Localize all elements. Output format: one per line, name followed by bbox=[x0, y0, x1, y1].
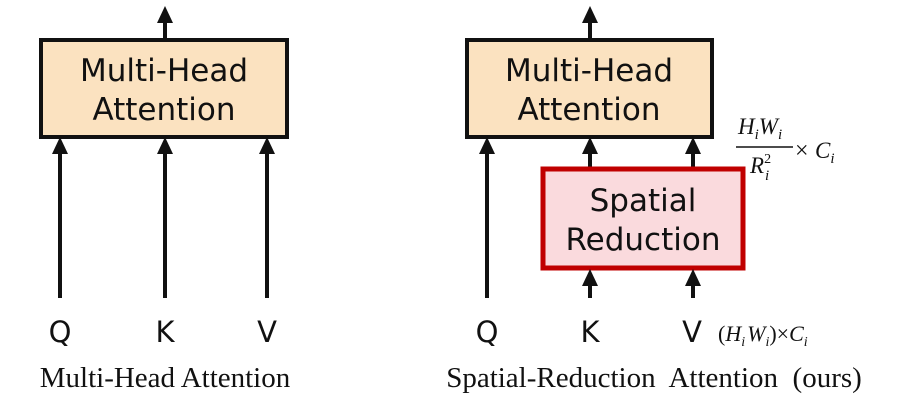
input-w: W bbox=[747, 321, 767, 346]
right-v-input-arrow bbox=[685, 269, 701, 298]
right-v-label: V bbox=[682, 315, 702, 349]
formula-times: × bbox=[795, 138, 809, 164]
formula-r: R bbox=[749, 153, 764, 178]
input-close-paren: ) bbox=[769, 321, 776, 346]
formula-w: W bbox=[759, 114, 780, 139]
right-mha-label-line1: Multi-Head bbox=[505, 53, 673, 89]
left-mha-box bbox=[39, 38, 289, 139]
svg-text:Ci: Ci bbox=[815, 138, 835, 167]
right-k-reduced-arrow bbox=[582, 137, 598, 168]
right-mha-box bbox=[465, 38, 714, 139]
left-caption: Multi-Head Attention bbox=[40, 362, 291, 394]
formula-h-sub: i bbox=[755, 127, 759, 143]
sr-label-line1: Spatial bbox=[590, 183, 697, 219]
formula-h: H bbox=[737, 114, 756, 139]
right-k-label: K bbox=[580, 315, 600, 349]
input-w-sub: i bbox=[765, 335, 769, 350]
sr-label-line2: Reduction bbox=[566, 222, 721, 258]
formula-c: C bbox=[815, 138, 831, 163]
right-q-arrow bbox=[479, 137, 495, 298]
right-q-label: Q bbox=[476, 315, 499, 349]
input-c: C bbox=[789, 321, 804, 346]
svg-text:(HiWi)×Ci: (HiWi)×Ci bbox=[718, 321, 808, 350]
left-mha-label-line2: Attention bbox=[92, 92, 235, 128]
left-k-arrow bbox=[157, 137, 173, 298]
svg-text:R2: R2 bbox=[749, 152, 771, 178]
left-mha-label-line1: Multi-Head bbox=[80, 53, 248, 89]
input-dimension-formula: (HiWi)×Ci bbox=[718, 321, 808, 350]
left-q-label: Q bbox=[49, 315, 72, 349]
left-q-arrow bbox=[52, 137, 68, 298]
right-sra-diagram: Multi-Head Attention Spatial Reduction Q… bbox=[446, 6, 862, 394]
spatial-reduction-box bbox=[540, 166, 746, 271]
input-h: H bbox=[724, 321, 742, 346]
input-h-sub: i bbox=[741, 335, 745, 350]
left-v-label: V bbox=[257, 315, 277, 349]
right-v-reduced-arrow bbox=[685, 137, 701, 168]
formula-r-sub: i bbox=[765, 168, 769, 184]
svg-text:HiWi: HiWi bbox=[737, 114, 782, 143]
left-output-arrow bbox=[157, 6, 173, 40]
input-open-paren: ( bbox=[718, 321, 725, 346]
input-times: × bbox=[777, 321, 789, 346]
reduced-dimension-formula: HiWi R2 i × Ci bbox=[736, 114, 835, 184]
right-k-input-arrow bbox=[582, 269, 598, 298]
right-caption: Spatial-Reduction Attention (ours) bbox=[446, 362, 862, 394]
left-k-label: K bbox=[155, 315, 175, 349]
formula-c-sub: i bbox=[830, 151, 834, 167]
formula-r-sup: 2 bbox=[764, 152, 771, 167]
left-v-arrow bbox=[259, 137, 275, 298]
right-output-arrow bbox=[582, 6, 598, 40]
input-c-sub: i bbox=[804, 335, 808, 350]
right-mha-label-line2: Attention bbox=[517, 92, 660, 128]
formula-w-sub: i bbox=[778, 127, 782, 143]
left-mha-diagram: Multi-Head Attention Q K V Multi-Head At… bbox=[39, 6, 291, 394]
